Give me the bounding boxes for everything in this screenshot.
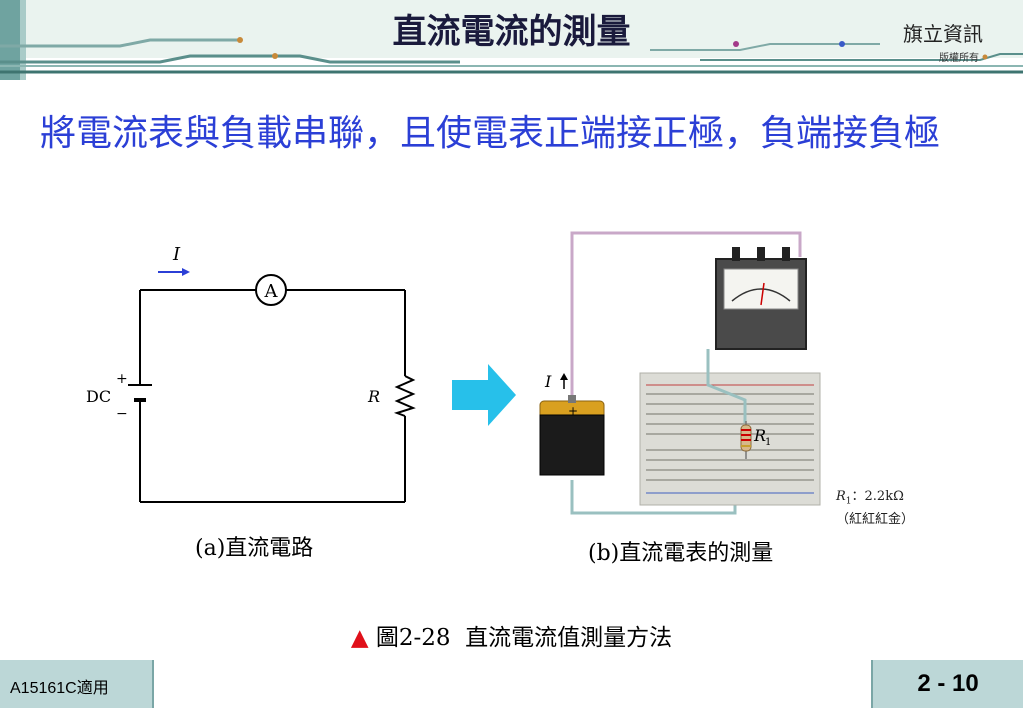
resistor-symbol [393, 375, 416, 417]
caption-a-letter: (a) [195, 536, 226, 561]
r1-specification: R1：2.2kΩ （紅紅紅金） [836, 488, 914, 529]
caption-b-text: 直流電表的測量 [619, 541, 774, 566]
meter-terminal [757, 247, 765, 261]
figure-number: 圖2-28 [375, 625, 451, 651]
header-decoration [0, 0, 1023, 80]
current-arrow-icon [182, 268, 190, 276]
measurement-setup-illustration: R 1 + I [539, 231, 821, 515]
figure-caption-text: 直流電流值測量方法 [465, 625, 673, 651]
triangle-marker-icon: ▲ [350, 625, 369, 651]
current-label: I [172, 244, 181, 265]
caption-b-letter: (b) [588, 541, 620, 566]
resistor-label: R [367, 387, 380, 406]
r1-subscript: 1 [765, 437, 771, 448]
battery-body [539, 414, 605, 476]
publisher-name: 旗立資訊 [903, 22, 983, 46]
main-statement: 將電流表與負載串聯，且使電表正端接正極，負端接負極 [40, 113, 941, 154]
dc-circuit-schematic: I A DC + − R [86, 244, 416, 503]
spec-r: R [836, 489, 846, 504]
caption-a-text: 直流電路 [225, 536, 314, 561]
copyright-note: 版權所有 [939, 53, 979, 64]
page-number: 2 - 10 [917, 670, 979, 697]
resistor-r1 [740, 424, 752, 452]
slide-title: 直流電流的測量 [392, 12, 631, 52]
spec-colors: （紅紅紅金） [836, 511, 915, 527]
meter-needle [760, 282, 765, 306]
ammeter-label: A [264, 281, 279, 302]
meter-terminal [732, 247, 740, 261]
spec-value: ：2.2kΩ [851, 489, 904, 504]
plus-sign: + [116, 371, 128, 387]
caption-a: (a)直流電路 [195, 530, 313, 562]
footer-page-number: 2 - 10 [871, 660, 1023, 708]
footer-course-code: A15161C適用 [0, 660, 154, 708]
figure-caption: ▲ 圖2-28 直流電流值測量方法 [0, 618, 1023, 652]
caption-b: (b)直流電表的測量 [588, 535, 773, 567]
ammeter-symbol [255, 274, 287, 306]
spec-subscript: 1 [845, 496, 852, 507]
current-label-b: I [544, 372, 552, 391]
battery-plus: + [568, 404, 578, 418]
right-arrow-icon [452, 364, 516, 426]
minus-sign: − [116, 406, 128, 422]
course-code: A15161C適用 [10, 680, 109, 697]
source-label: DC [86, 387, 111, 406]
meter-terminal [782, 247, 790, 261]
current-up-arrow-icon [560, 373, 568, 380]
r1-label: R [753, 426, 766, 445]
